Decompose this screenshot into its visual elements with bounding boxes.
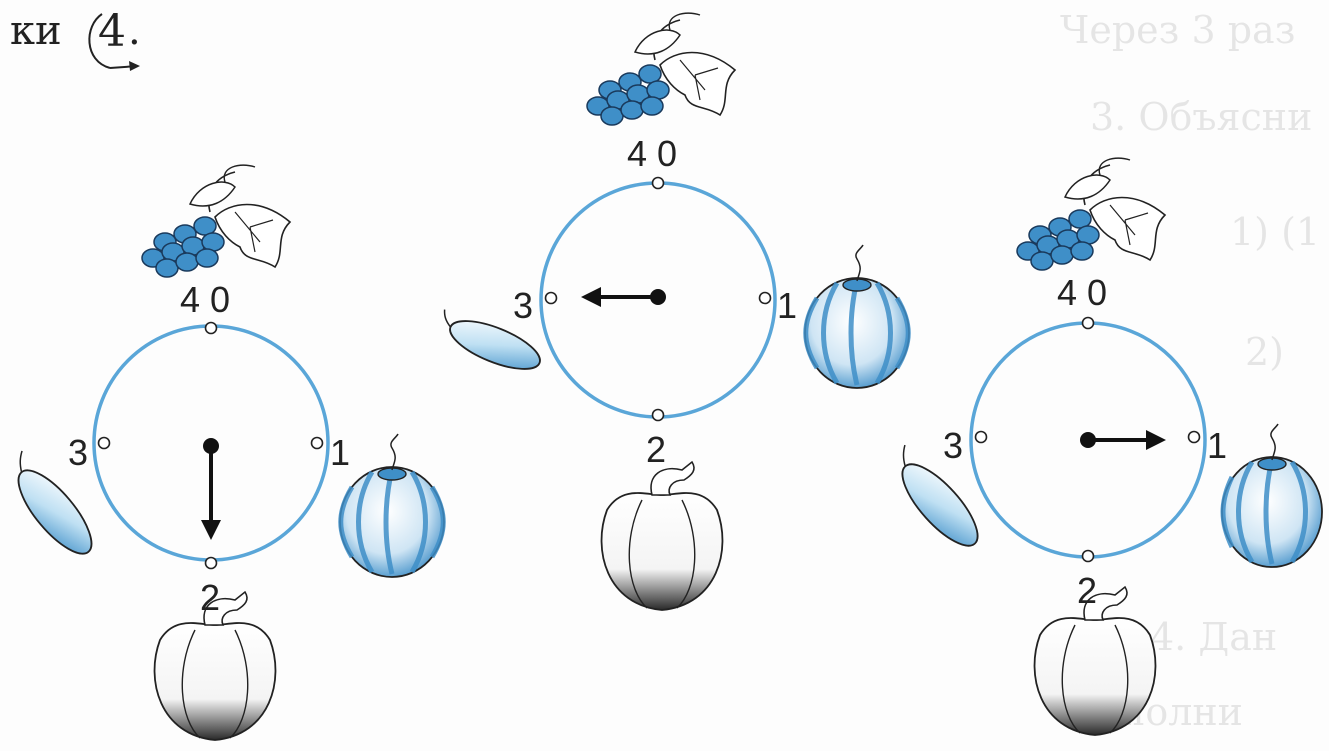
clock-3-dot-top xyxy=(1081,316,1095,330)
squash-icon xyxy=(1033,585,1157,736)
header-prefix: ки xyxy=(10,8,62,54)
pumpkin-icon xyxy=(803,244,911,389)
pumpkin-icon xyxy=(338,433,446,578)
squash-icon xyxy=(600,460,724,611)
header-number: 4 xyxy=(98,6,126,57)
bleed-text-2: 3. Объясни xyxy=(1090,95,1313,139)
bleed-text-1: Через 3 раз xyxy=(1060,8,1296,52)
clock-1-dot-right xyxy=(310,436,324,450)
clock-1-dot-top xyxy=(204,321,218,335)
clock-2-dot-top xyxy=(651,176,665,190)
clock-2-dot-left xyxy=(544,291,558,305)
clock-3-dot-right xyxy=(1187,430,1201,444)
cucumber-icon xyxy=(901,444,979,547)
clock-1-label-left: 3 xyxy=(68,432,89,473)
squash-icon xyxy=(153,590,277,741)
clock-2-label-right: 1 xyxy=(777,285,798,326)
bleed-text-5: 4. Дан xyxy=(1150,615,1278,659)
cucumber-icon xyxy=(443,309,541,370)
clock-1-dot-left xyxy=(97,436,111,450)
clock-1-label-right: 1 xyxy=(330,432,351,473)
clock-3-label-right: 1 xyxy=(1207,425,1228,466)
clock-3-dot-left xyxy=(974,430,988,444)
clock-1-label-bottom: 2 xyxy=(200,577,221,618)
grapes-icon xyxy=(1016,157,1167,271)
clock-3-dot-bottom xyxy=(1081,549,1095,563)
clock-2-label-left: 3 xyxy=(513,285,534,326)
header-period: . xyxy=(128,8,141,54)
rotation-arrow-icon xyxy=(88,13,140,71)
grapes-icon xyxy=(141,164,292,278)
bleed-text-4: 2) xyxy=(1245,330,1285,374)
pumpkin-icon xyxy=(1220,423,1323,568)
clock-1-label-top: 4 0 xyxy=(180,279,231,320)
clock-2-label-top: 4 0 xyxy=(627,133,678,174)
clock-1-dot-bottom xyxy=(204,556,218,570)
clock-2-dot-right xyxy=(758,291,772,305)
cucumber-icon xyxy=(17,450,93,555)
clock-2-dot-bottom xyxy=(651,408,665,422)
clock-3-label-top: 4 0 xyxy=(1057,272,1108,313)
grapes-icon xyxy=(586,12,737,126)
bleed-text-3: 1) (1 xyxy=(1230,210,1321,254)
clock-3-label-bottom: 2 xyxy=(1077,570,1098,611)
clock-2-label-bottom: 2 xyxy=(646,429,667,470)
clock-3-label-left: 3 xyxy=(943,425,964,466)
